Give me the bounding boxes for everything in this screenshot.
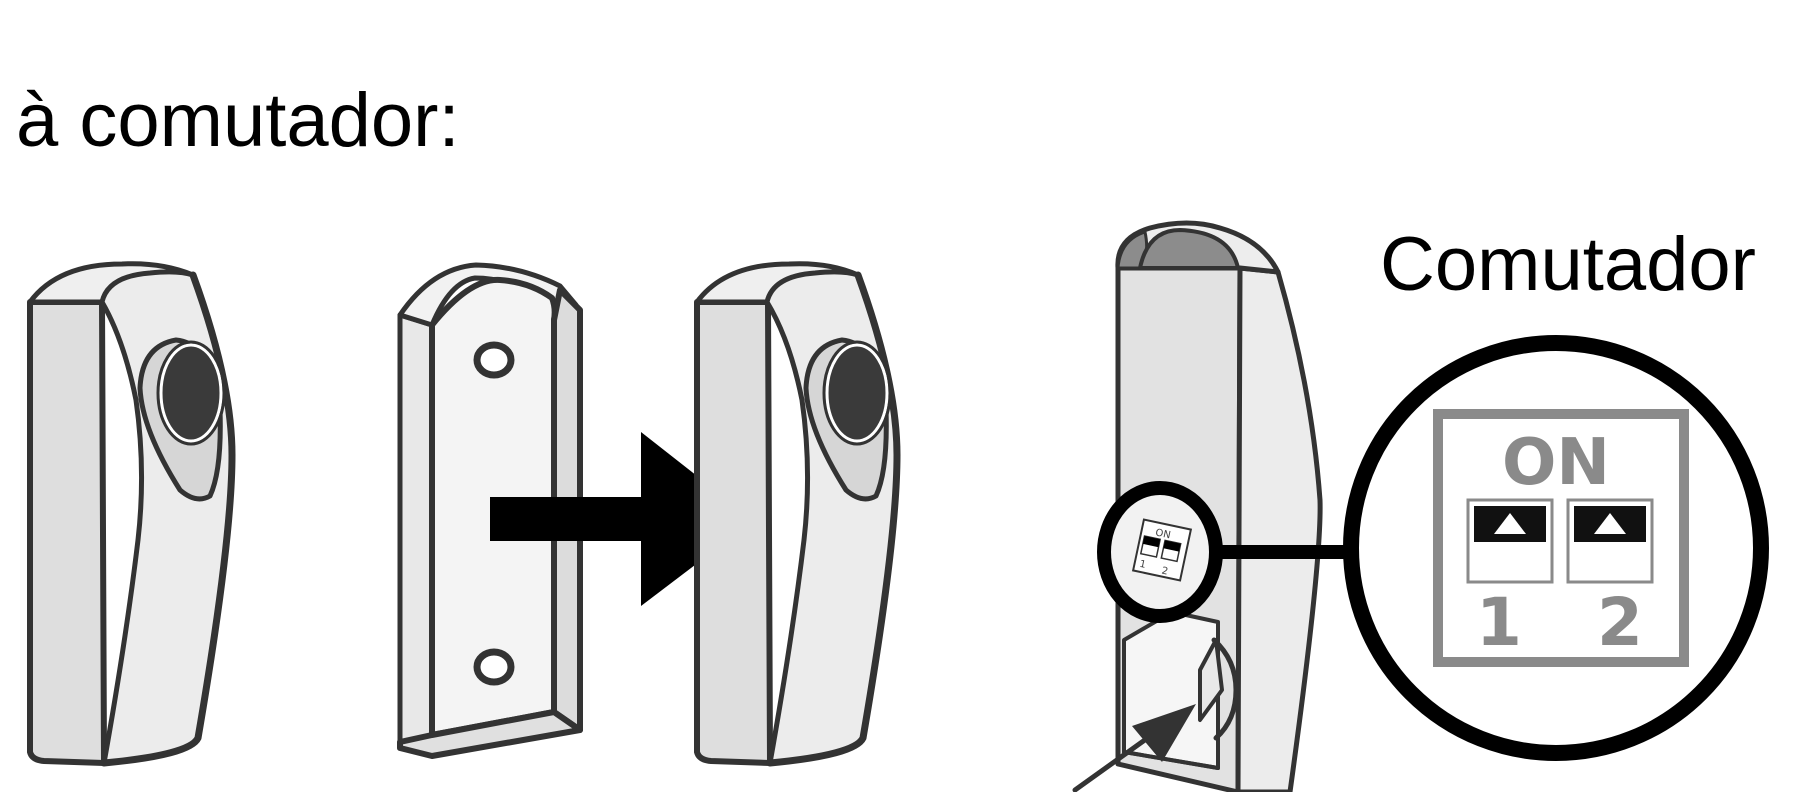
dip-switch-zoom-icon: ON 1 2 bbox=[1343, 335, 1769, 761]
mini-switch-1-label: 1 bbox=[1138, 559, 1147, 571]
callout-connector-line bbox=[1212, 545, 1348, 559]
mini-switch-on-label: ON bbox=[1154, 527, 1171, 541]
switch-callout-label: Comutador bbox=[1380, 222, 1756, 307]
switch-1-label: 1 bbox=[1476, 584, 1522, 661]
mini-switch-2-label: 2 bbox=[1161, 566, 1170, 578]
sensor-front-icon bbox=[27, 261, 236, 767]
arrow-right-icon bbox=[490, 432, 720, 606]
page-heading: à comutador: bbox=[16, 78, 460, 163]
switch-on-label: ON bbox=[1502, 426, 1610, 500]
switch-locator-icon: ON 1 2 bbox=[1097, 481, 1223, 623]
switch-2-label: 2 bbox=[1597, 584, 1643, 661]
sensor-mounted-icon bbox=[694, 261, 901, 767]
